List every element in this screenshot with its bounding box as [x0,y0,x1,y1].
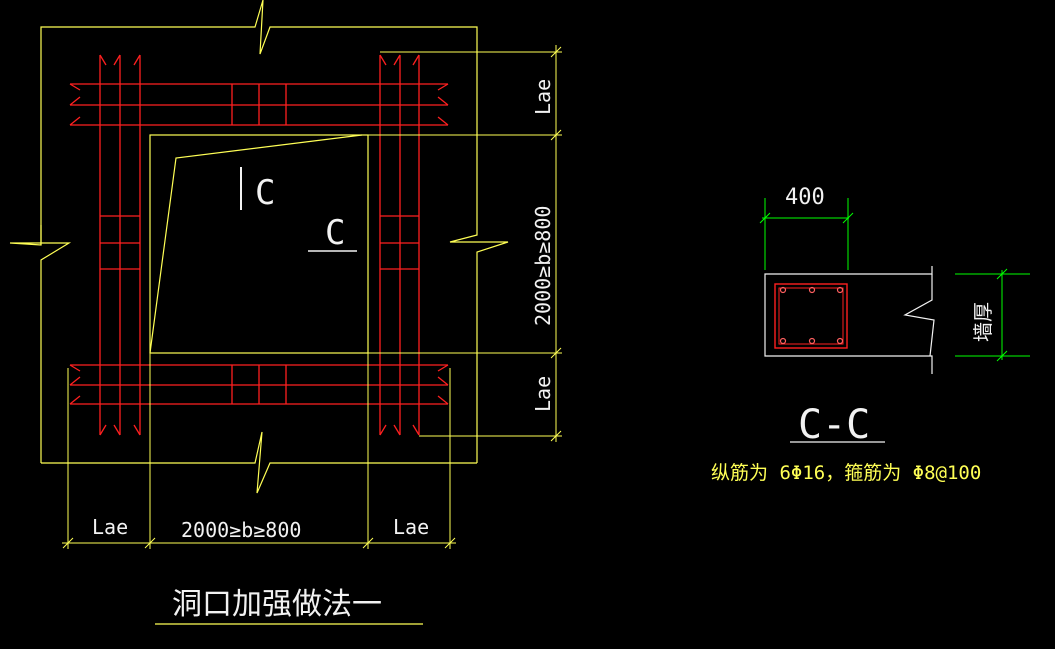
section-wall-dim [955,268,1030,362]
wall-outline-left-break [9,225,72,463]
dim-chain-right [368,45,562,442]
section-width-dim [759,198,854,270]
section-stirrup-outer [774,283,848,349]
section-title: C-C [798,402,870,448]
section-view: 400 墙厚 C-C 纵筋为 6Φ16，箍筋为 Φ8@100 [711,185,1030,484]
rebar-band-top [69,83,449,126]
section-mark-c-lower: C [325,213,345,253]
plan-view: C C [9,0,562,625]
dim-bottom-mid-label: 2000≥b≥800 [181,518,301,542]
section-wall-outline [764,266,933,374]
section-note: 纵筋为 6Φ16，箍筋为 Φ8@100 [711,462,981,484]
section-width-label: 400 [785,185,825,210]
opening-diagonal [149,134,363,354]
section-wall-label: 墙厚 [971,302,995,342]
rebar-band-right [379,54,420,436]
dim-bottom-left-label: Lae [92,515,128,539]
dim-right-bottom-label: Lae [531,376,555,412]
wall-outline-right-break [449,232,509,463]
dim-right-top-label: Lae [531,79,555,115]
dim-right-mid-label: 2000≥b≥800 [531,206,555,326]
dim-bottom-right-label: Lae [393,515,429,539]
plan-title: 洞口加强做法一 [172,587,382,622]
opening-outline [149,134,369,354]
wall-outline-bottom [41,431,477,494]
rebar-band-bottom [69,364,449,405]
section-break-line [903,274,935,357]
section-longitudinal-bars [779,286,844,345]
dim-chain-bottom [62,353,456,549]
rebar-band-left [99,54,141,436]
wall-outline-top [40,0,478,245]
section-mark-c: C [255,173,275,213]
